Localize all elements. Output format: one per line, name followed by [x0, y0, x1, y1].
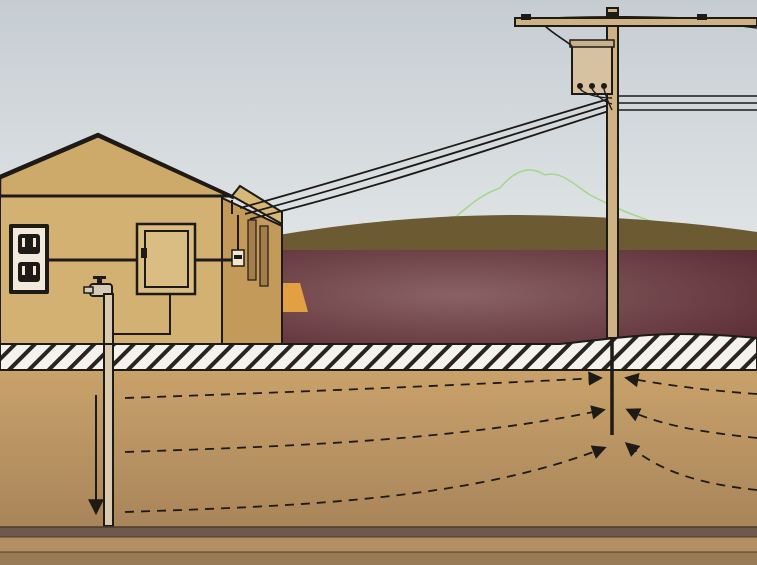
- hill: [250, 215, 757, 260]
- electric-meter-icon: [231, 249, 245, 267]
- bedrock-layer: [0, 552, 757, 565]
- side-window: [259, 225, 269, 287]
- bedrock-layer: [0, 527, 757, 537]
- current-flow-arrow-icon: [124, 445, 607, 513]
- current-flow-arrow-icon: [625, 408, 757, 439]
- water-pipe: [103, 343, 114, 527]
- service-drop-wires: [239, 97, 613, 220]
- ground-surface-hatch: [0, 332, 757, 371]
- electrical-panel-icon: [135, 222, 197, 296]
- stray-current-paths-left: [124, 371, 607, 513]
- ground-wire: [112, 294, 171, 335]
- current-flow-arrow-icon: [124, 371, 603, 399]
- soil-stratum: [0, 537, 757, 552]
- current-flow-arrow-icon: [624, 442, 757, 491]
- pole-transformer-icon: [544, 25, 615, 111]
- current-flow-arrow-icon: [624, 372, 757, 395]
- duplex-outlet-icon: [9, 224, 49, 294]
- side-window: [247, 219, 257, 281]
- current-flow-arrow-icon: [124, 405, 606, 453]
- stray-current-paths-right: [624, 372, 757, 491]
